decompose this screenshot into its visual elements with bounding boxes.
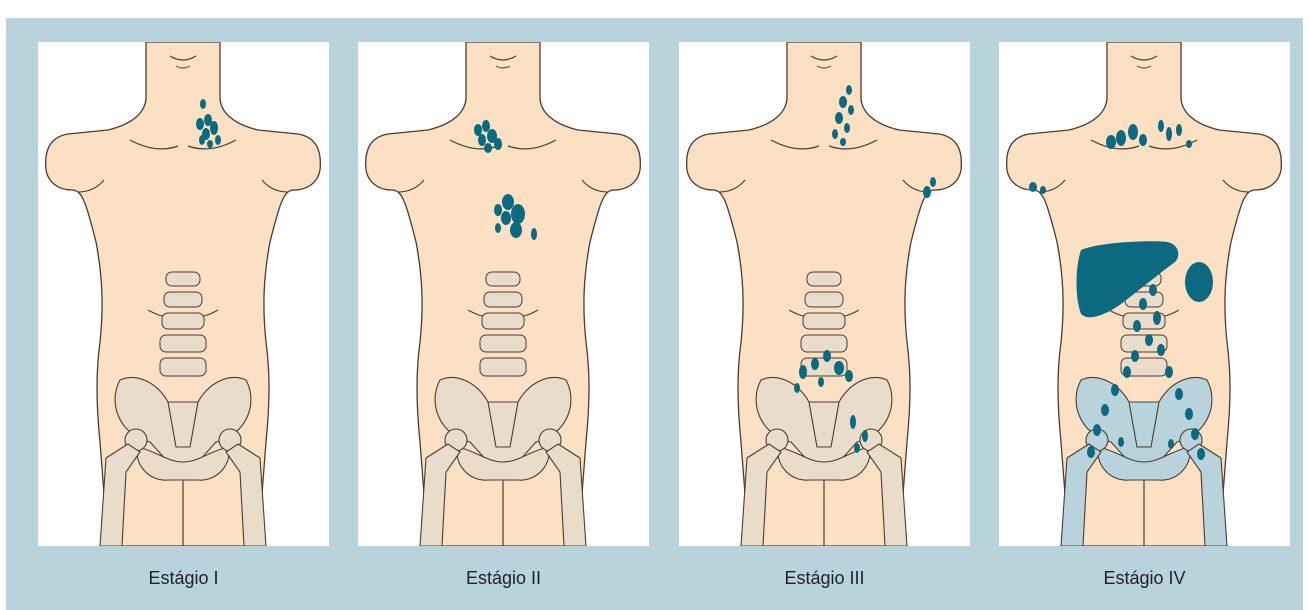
panel-stage-2	[358, 42, 649, 546]
panel-stage-1	[38, 42, 329, 546]
staging-figure: Estágio I Estágio II Estágio III Estágio…	[6, 18, 1303, 610]
body-illustration-stage-3	[679, 42, 970, 546]
stage-1-label: Estágio I	[38, 568, 329, 589]
body-illustration-stage-1	[38, 42, 329, 546]
stage-2-label: Estágio II	[358, 568, 649, 589]
spleen	[1185, 262, 1213, 302]
body-illustration-stage-2	[358, 42, 649, 546]
body-illustration-stage-4	[999, 42, 1290, 546]
panel-stage-3	[679, 42, 970, 546]
panel-stage-4	[999, 42, 1290, 546]
stage-3-label: Estágio III	[679, 568, 970, 589]
stage-4-label: Estágio IV	[999, 568, 1290, 589]
